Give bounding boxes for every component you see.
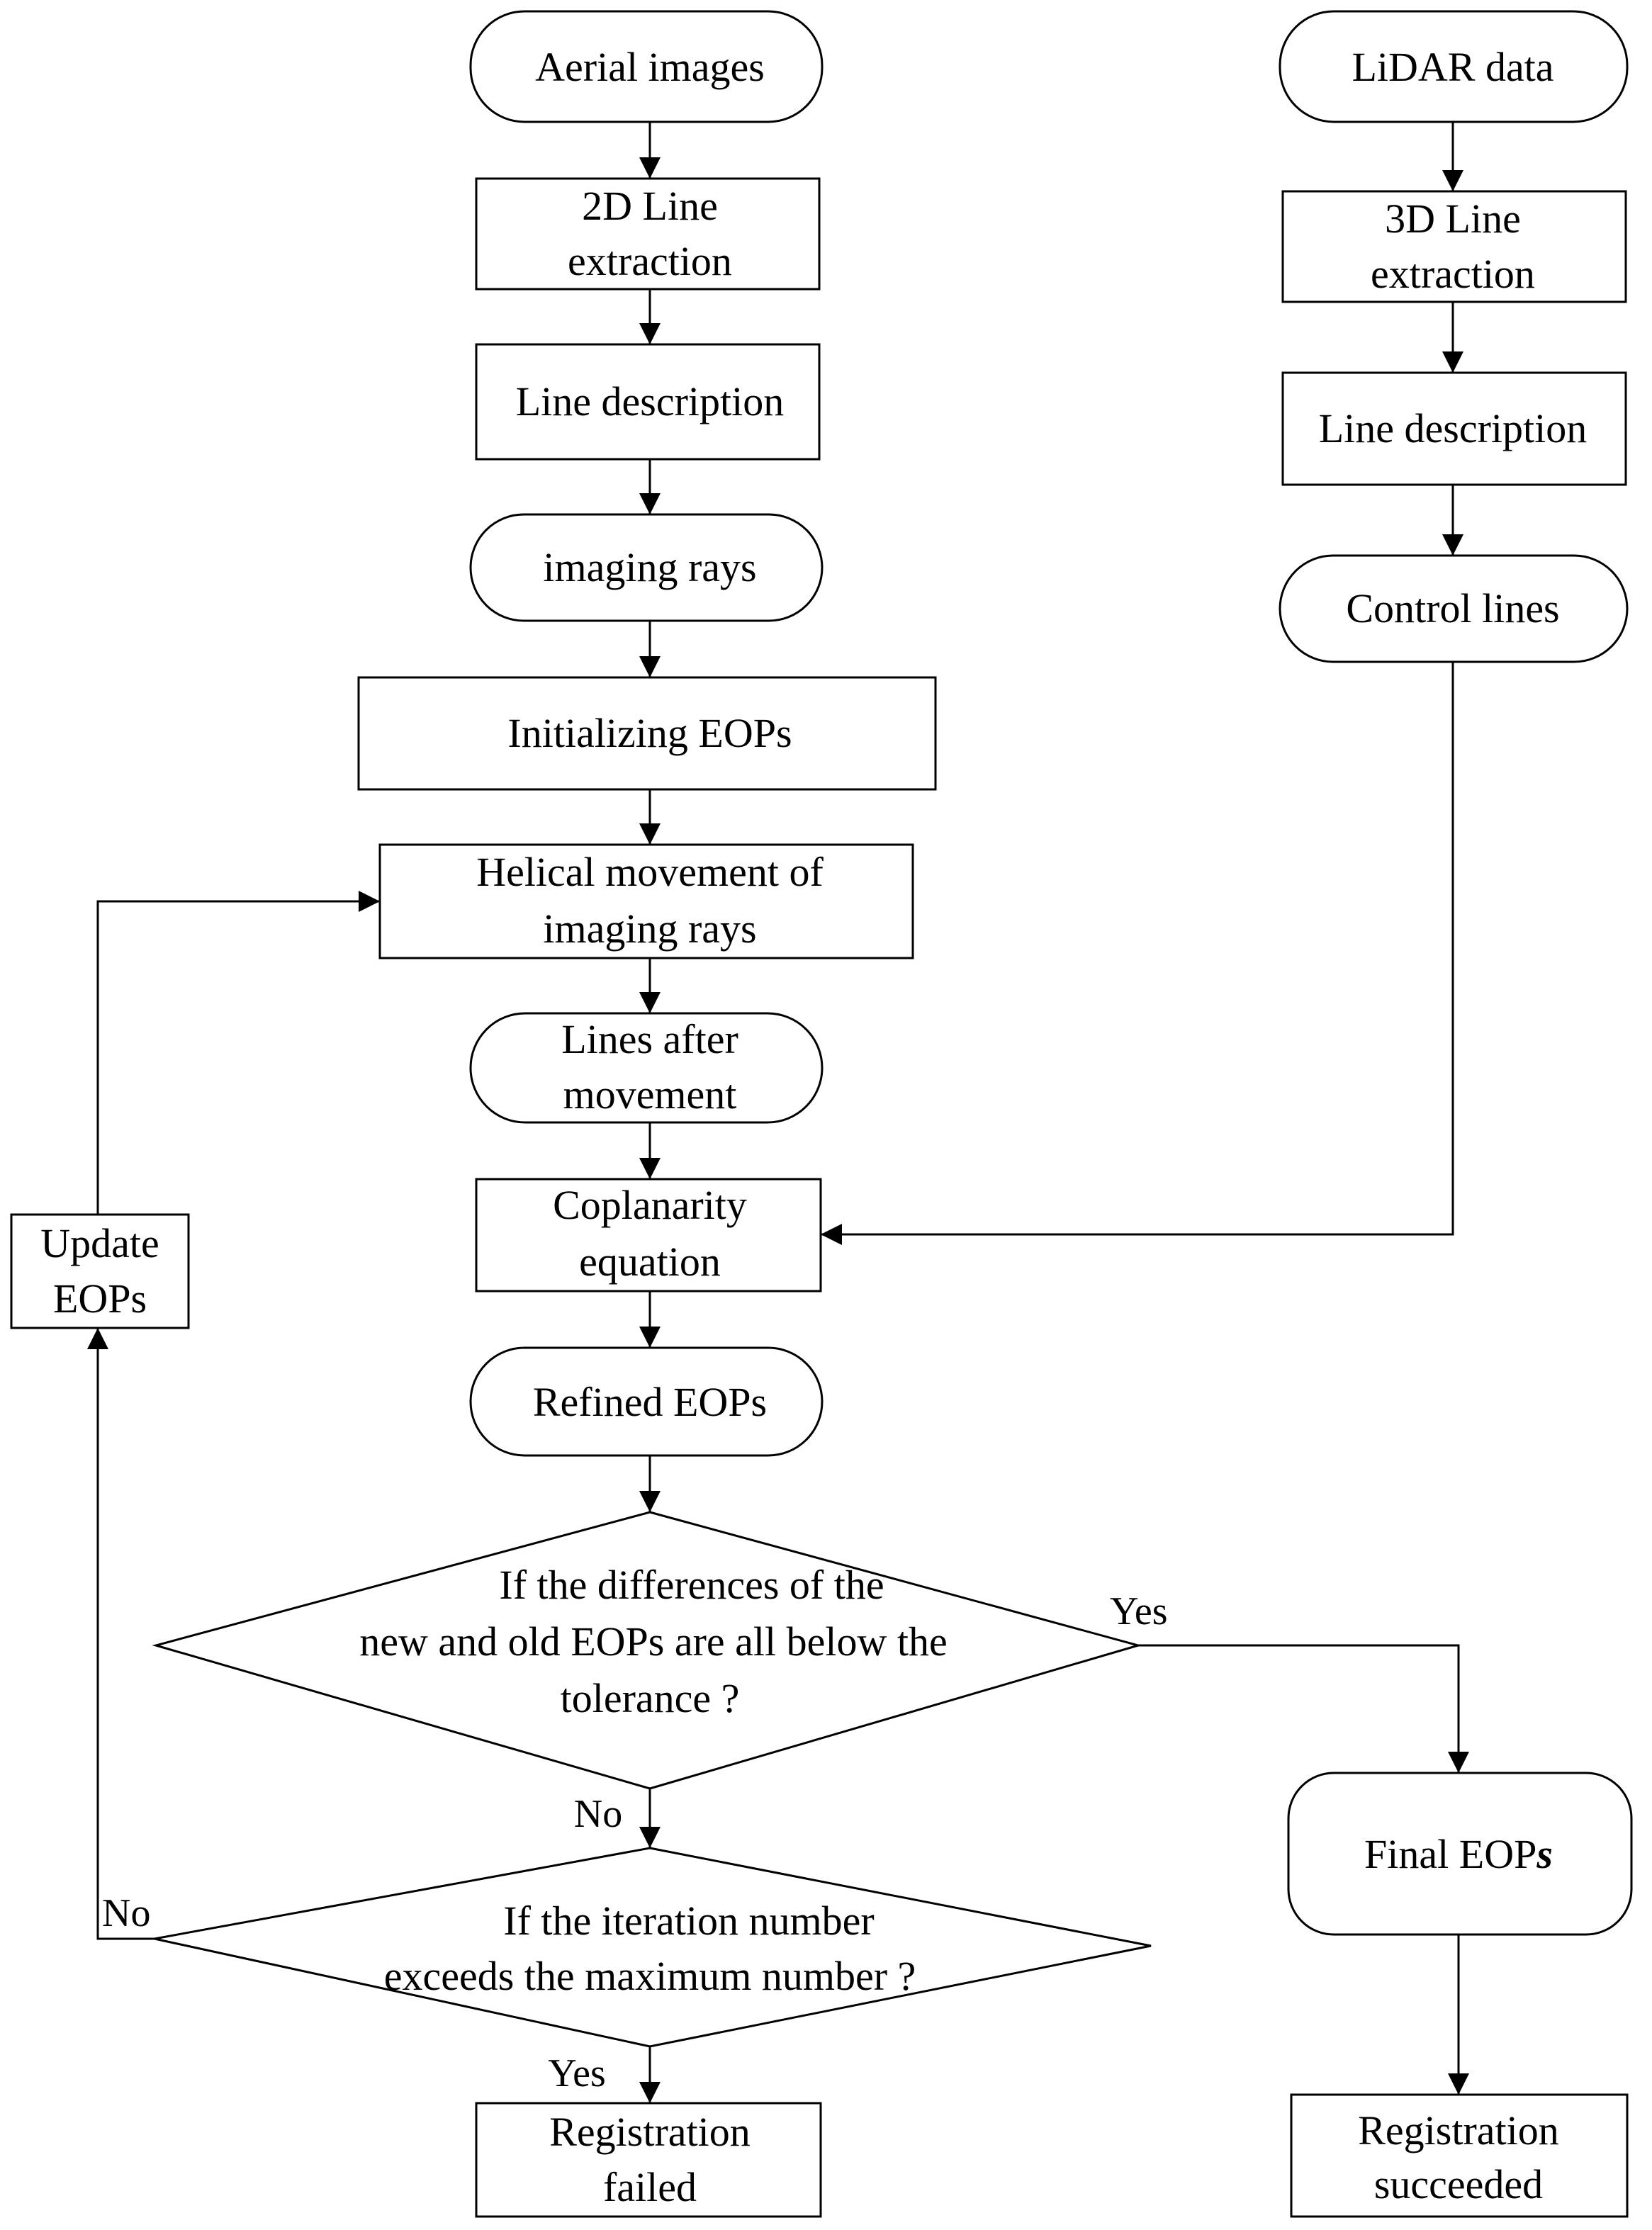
terminal-lidar-data: LiDAR data xyxy=(1279,10,1629,123)
final-eops-label: Final EOPs xyxy=(1364,1831,1553,1877)
2d-line-extraction-label-line-2: extraction xyxy=(568,238,732,284)
terminal-lines-after-movement: Lines after movement xyxy=(469,1012,824,1124)
edge-label-iteration-yes: Yes xyxy=(548,2051,605,2095)
coplanarity-equation-label-line-1: Coplanarity xyxy=(553,1182,747,1228)
decision-iteration-label-line-1: If the iteration number xyxy=(503,1898,874,1944)
lidar-data-label: LiDAR data xyxy=(1352,44,1553,90)
registration-failed-label-line-2: failed xyxy=(603,2164,697,2210)
terminal-final-eops: Final EOPs xyxy=(1287,1772,1633,1936)
control-lines-label: Control lines xyxy=(1346,585,1559,631)
process-initializing-eops: Initializing EOPs xyxy=(357,676,937,791)
terminal-control-lines: Control lines xyxy=(1279,554,1629,663)
process-registration-succeeded: Registration succeeded xyxy=(1290,2093,1629,2218)
final-eops-label-suffix: s xyxy=(1536,1831,1553,1877)
process-2d-line-extraction: 2D Line extraction xyxy=(475,177,821,291)
3d-line-extraction-label-line-1: 3D Line xyxy=(1385,196,1521,242)
decision-iteration-label-line-2: exceeds the maximum number ? xyxy=(384,1953,916,1999)
process-line-description-left: Line description xyxy=(475,343,821,461)
decision-tolerance: If the differences of the new and old EO… xyxy=(152,1511,1142,1790)
lines-after-movement-label-line-2: movement xyxy=(563,1071,737,1117)
terminal-refined-eops: Refined EOPs xyxy=(469,1346,824,1457)
process-line-description-right: Line description xyxy=(1281,371,1627,486)
decision-tolerance-label-line-2: new and old EOPs are all below the xyxy=(359,1618,948,1665)
process-update-eops: Update EOPs xyxy=(10,1213,190,1329)
edge-tolerance-yes-to-final xyxy=(1138,1644,1469,1773)
process-registration-failed: Registration failed xyxy=(475,2102,822,2218)
final-eops-label-main: Final EOP xyxy=(1364,1831,1536,1877)
line-description-left-label: Line description xyxy=(516,378,785,424)
registration-succeeded-label-line-2: succeeded xyxy=(1374,2161,1543,2207)
decision-tolerance-label-line-1: If the differences of the xyxy=(499,1562,884,1608)
registration-failed-label-line-1: Registration xyxy=(549,2109,751,2155)
decision-tolerance-label-line-3: tolerance ? xyxy=(561,1675,740,1721)
aerial-images-label: Aerial images xyxy=(535,44,765,90)
3d-line-extraction-label-line-2: extraction xyxy=(1371,251,1535,297)
terminal-imaging-rays: imaging rays xyxy=(469,513,824,622)
registration-succeeded-label-line-1: Registration xyxy=(1358,2107,1559,2153)
helical-movement-label-line-1: Helical movement of xyxy=(476,849,824,895)
line-description-right-label: Line description xyxy=(1319,405,1588,451)
edge-update-to-helical xyxy=(96,891,380,1215)
edge-label-iteration-no: No xyxy=(102,1891,150,1935)
refined-eops-label: Refined EOPs xyxy=(533,1379,767,1425)
helical-movement-label-line-2: imaging rays xyxy=(543,906,756,952)
process-coplanarity-equation: Coplanarity equation xyxy=(475,1178,822,1293)
edge-control-lines-to-coplanarity xyxy=(821,662,1454,1245)
coplanarity-equation-label-line-2: equation xyxy=(579,1239,721,1285)
update-eops-label-line-1: Update xyxy=(40,1220,159,1266)
edges xyxy=(87,122,1469,2103)
terminal-aerial-images: Aerial images xyxy=(469,10,824,123)
2d-line-extraction-label-line-1: 2D Line xyxy=(582,183,718,229)
edge-iteration-no-to-update xyxy=(87,1328,154,1940)
update-eops-label-line-2: EOPs xyxy=(53,1276,147,1322)
edge-label-tolerance-no: No xyxy=(574,1792,622,1836)
lines-after-movement-label-line-1: Lines after xyxy=(561,1016,738,1062)
edge-label-tolerance-yes: Yes xyxy=(1110,1589,1167,1633)
decision-iteration: If the iteration number exceeds the maxi… xyxy=(154,1847,1152,2048)
initializing-eops-label: Initializing EOPs xyxy=(507,710,792,756)
process-3d-line-extraction: 3D Line extraction xyxy=(1281,190,1627,303)
process-helical-movement: Helical movement of imaging rays xyxy=(378,843,914,959)
imaging-rays-label: imaging rays xyxy=(543,544,756,590)
